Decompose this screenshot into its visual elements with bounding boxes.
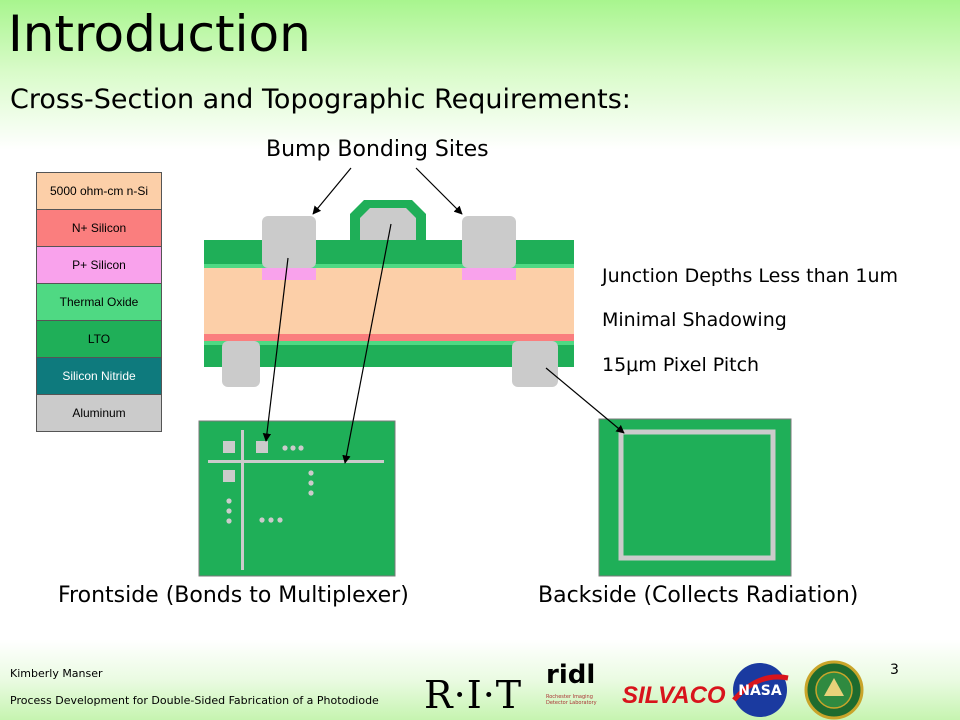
legend-item: Silicon Nitride (37, 357, 161, 394)
device-cross-section (204, 200, 574, 387)
legend-item: LTO (37, 320, 161, 357)
svg-text:NASA: NASA (738, 683, 782, 699)
frontside-chip (198, 420, 396, 577)
footer-author: Kimberly Manser (10, 667, 103, 680)
bump-left (262, 216, 316, 268)
caption-frontside: Frontside (Bonds to Multiplexer) (58, 583, 409, 608)
doe-seal-icon (804, 660, 864, 720)
page-number: 3 (890, 662, 899, 678)
footer-title: Process Development for Double-Sided Fab… (10, 694, 379, 707)
rit-logo: R·I·T (424, 673, 523, 717)
arrow-bump-right (415, 167, 463, 215)
note-pixel-pitch: 15μm Pixel Pitch (602, 354, 760, 376)
note-junction-depth: Junction Depths Less than 1um (602, 265, 899, 287)
ridl-logo-subtitle: Rochester Imaging Detector Laboratory (546, 694, 597, 706)
silvaco-logo: SILVACO (622, 682, 726, 709)
bump-right (462, 216, 516, 268)
note-shadowing: Minimal Shadowing (602, 309, 787, 331)
backside-chip (598, 418, 792, 577)
legend-item: 5000 ohm-cm n-Si (37, 173, 161, 209)
arrow-bump-left (312, 167, 352, 215)
bump-bonding-label: Bump Bonding Sites (266, 137, 489, 162)
page-subtitle: Cross-Section and Topographic Requiremen… (10, 84, 631, 115)
legend-item: N+ Silicon (37, 209, 161, 246)
legend-item: Aluminum (37, 394, 161, 431)
page-title: Introduction (8, 5, 311, 63)
nasa-logo-icon: NASA (732, 663, 789, 717)
arrow-backside (545, 367, 625, 434)
arrow-front-pad (262, 257, 289, 442)
caption-backside: Backside (Collects Radiation) (538, 583, 859, 608)
legend-item: Thermal Oxide (37, 283, 161, 320)
arrow-front-line (342, 223, 392, 464)
bump-center (360, 208, 416, 240)
ridl-logo: ridl (546, 660, 596, 690)
legend-item: P+ Silicon (37, 246, 161, 283)
